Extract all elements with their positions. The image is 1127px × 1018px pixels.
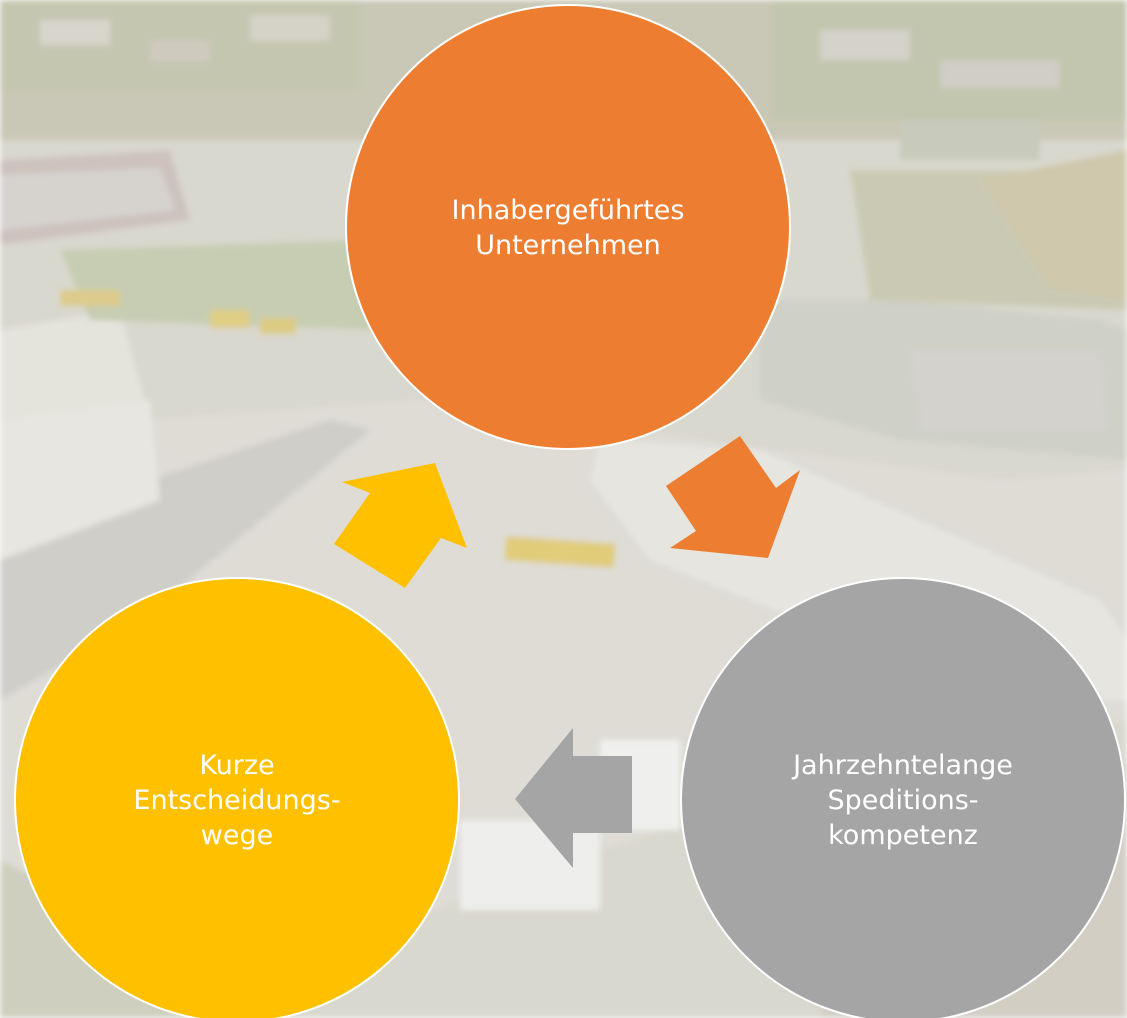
- arrow-right-down-icon: [666, 436, 800, 558]
- circle-left: [14, 577, 460, 1018]
- arrow-left-icon: [515, 728, 632, 868]
- circle-top: [345, 4, 791, 450]
- circle-right: [680, 577, 1126, 1018]
- label-top: Inhabergeführtes Unternehmen: [451, 195, 685, 261]
- arrow-up-right-icon: [334, 463, 467, 588]
- label-right: Jahrzehntelange Speditions- kompetenz: [793, 749, 1013, 851]
- label-left: Kurze Entscheidungs- wege: [133, 749, 341, 851]
